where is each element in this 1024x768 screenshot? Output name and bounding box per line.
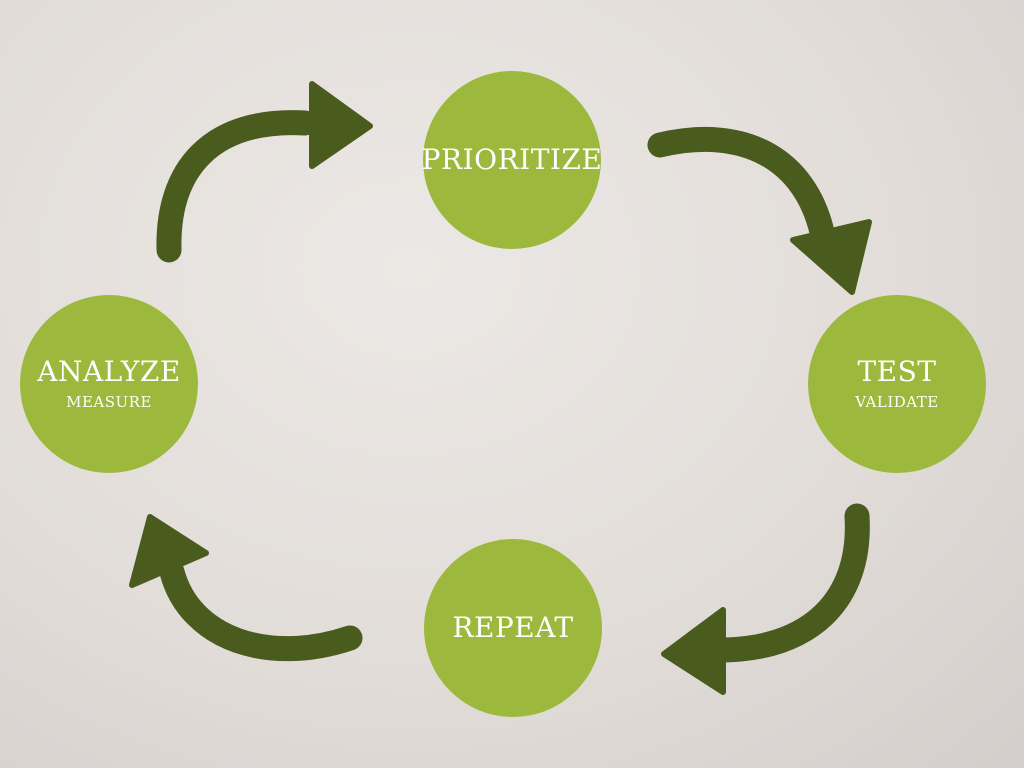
- node-repeat: REPEAT: [424, 539, 602, 717]
- arrow-repeat-to-analyze: [129, 514, 363, 662]
- node-analyze: ANALYZE MEASURE: [20, 295, 198, 473]
- node-analyze-subtitle: MEASURE: [66, 392, 152, 411]
- arrow-analyze-to-prioritize: [156, 81, 373, 263]
- node-repeat-title: REPEAT: [452, 611, 574, 645]
- arrow-test-to-repeat: [661, 503, 870, 695]
- node-analyze-title: ANALYZE: [37, 355, 181, 389]
- node-test: TEST VALIDATE: [808, 295, 986, 473]
- arrow-prioritize-to-test: [647, 126, 872, 295]
- node-test-subtitle: VALIDATE: [855, 392, 939, 411]
- node-test-title: TEST: [857, 355, 937, 389]
- node-prioritize: PRIORITIZE: [421, 71, 603, 249]
- node-prioritize-title: PRIORITIZE: [421, 143, 603, 177]
